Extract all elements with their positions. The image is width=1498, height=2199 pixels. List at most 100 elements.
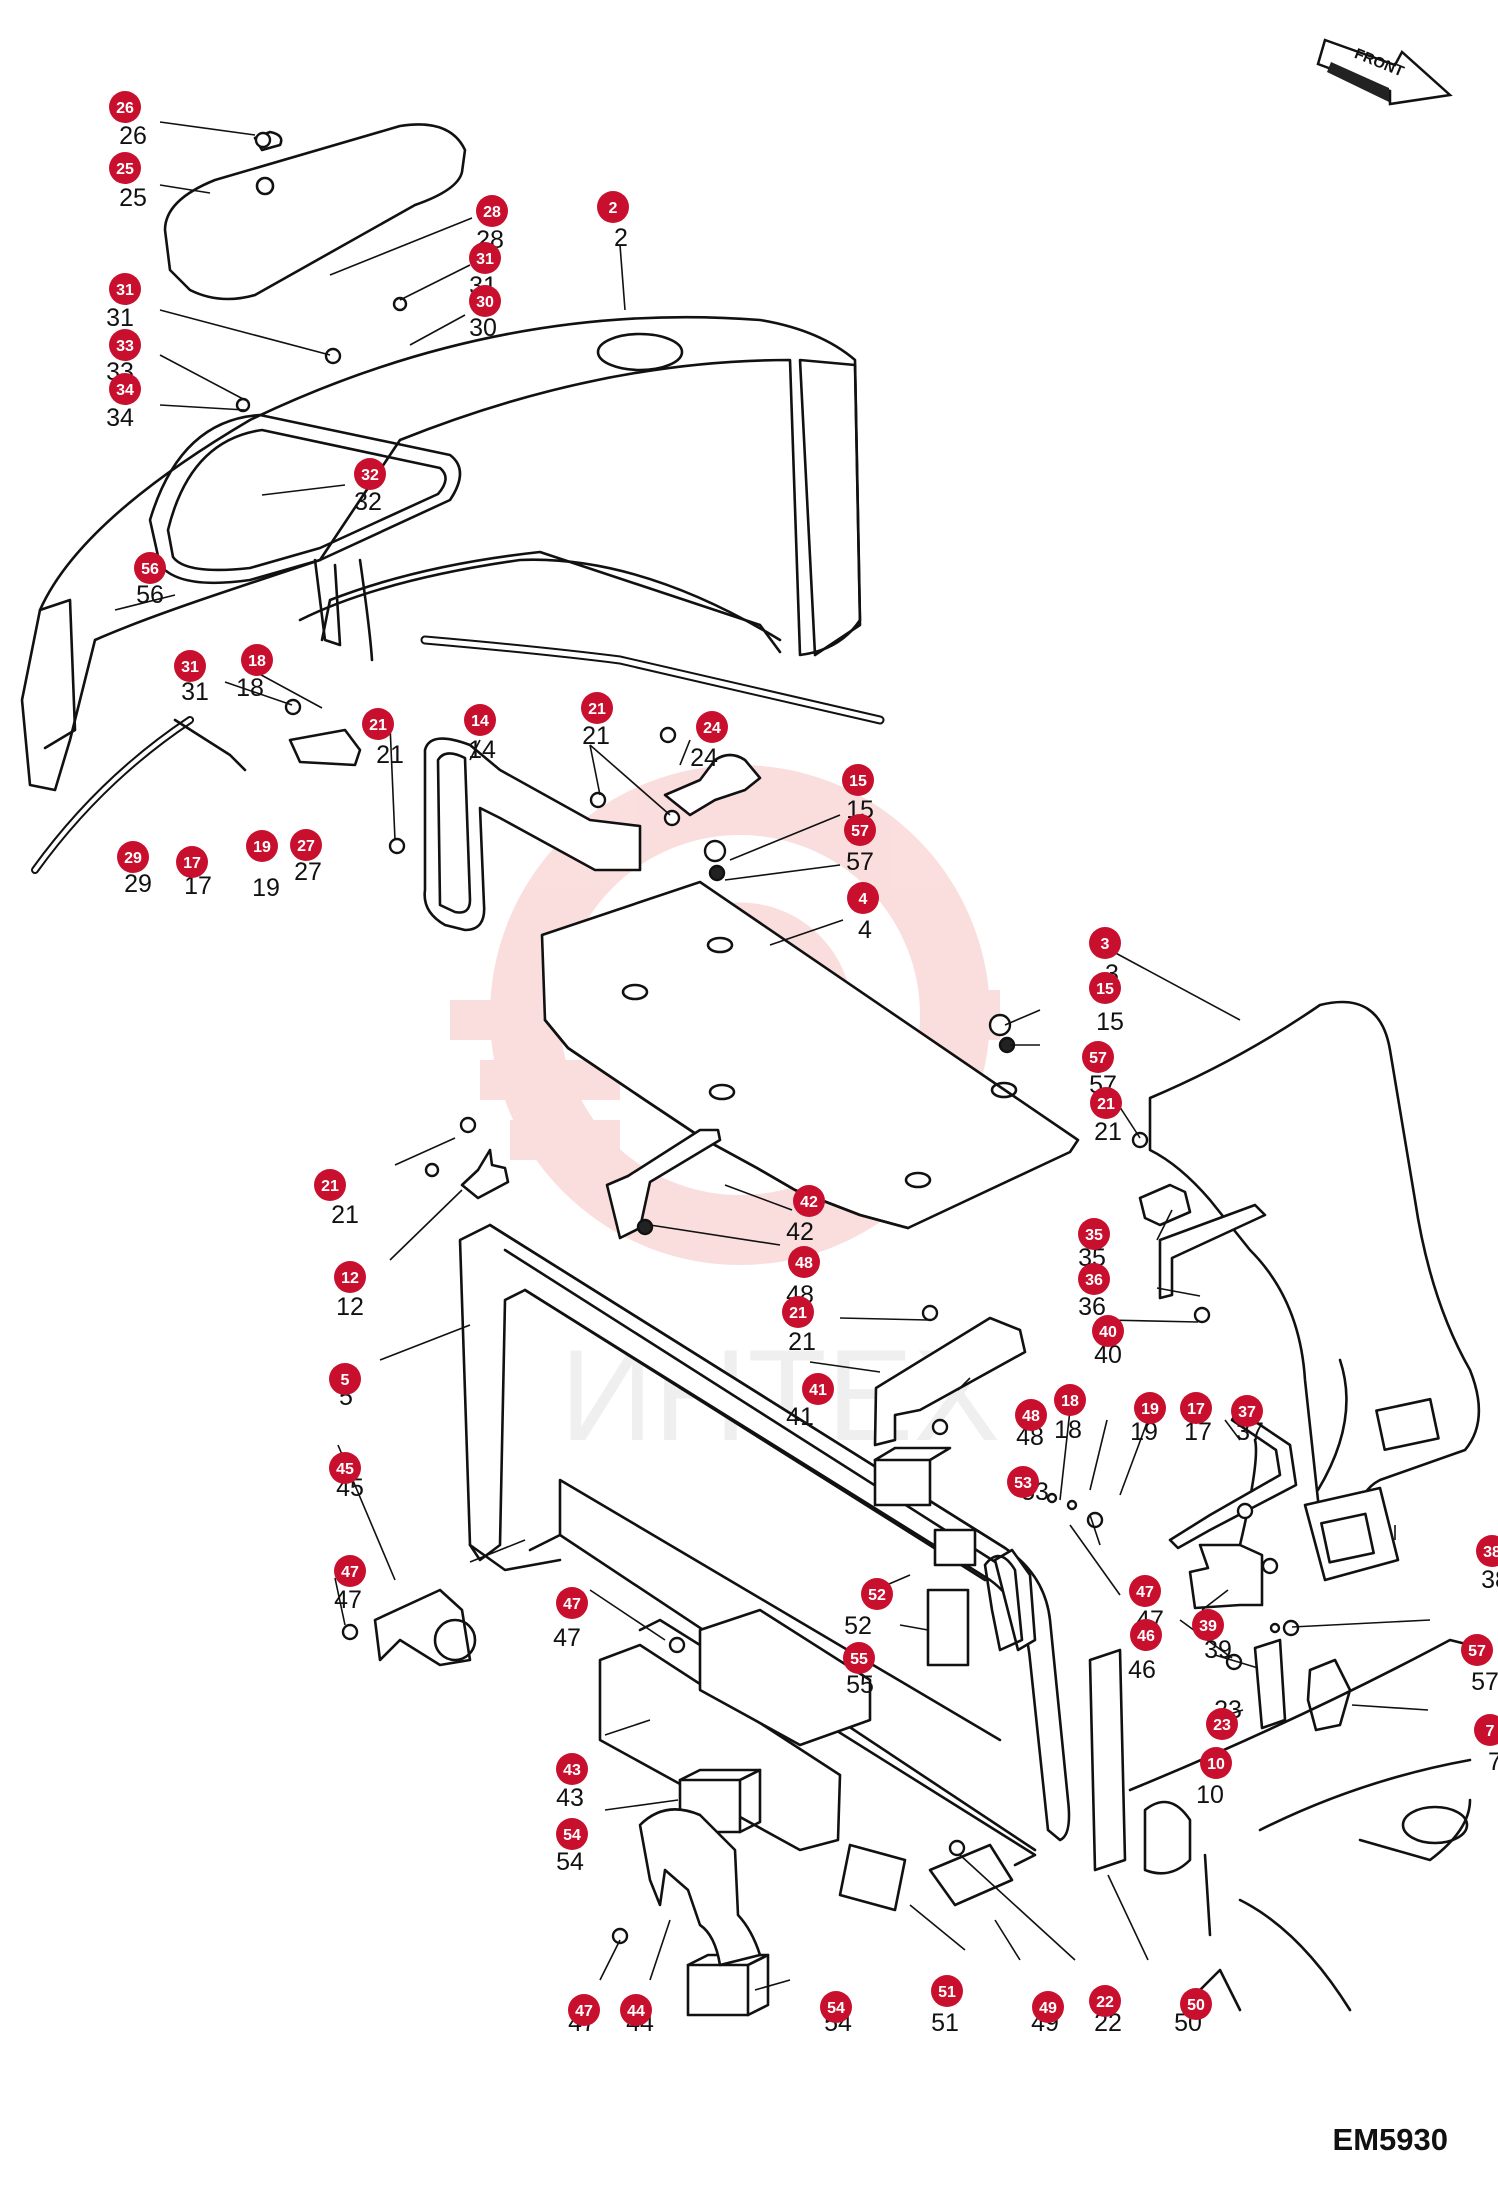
part-number-label: 54 [556,1848,584,1876]
part-number-label: 52 [844,1612,872,1640]
callout-badge-number: 21 [789,1305,807,1322]
callout-badge-number: 18 [248,653,266,670]
part-number-label: 21 [376,741,404,769]
callout-badge-number: 3 [1101,936,1110,953]
callout-badge-number: 2 [609,200,618,217]
part-number-label: 47 [334,1586,362,1614]
callout-badge-number: 33 [116,338,134,355]
callout-badge [556,1818,588,1850]
callout-badge [1206,1708,1238,1740]
callout-badge [329,1452,361,1484]
callout-badge-number: 26 [116,100,134,117]
part-number-label: 41 [786,1403,814,1431]
callout-badge-number: 31 [116,282,134,299]
callout-7: 77 [1474,1714,1498,1776]
part-number-label: 14 [468,736,496,764]
drawing-code: EM5930 [1332,2122,1448,2157]
part-number-label: 12 [336,1293,364,1321]
part-number-label: 36 [1078,1293,1106,1321]
callout-badge-number: 18 [1061,1393,1079,1410]
callout-badge-number: 47 [1136,1584,1154,1601]
callout-badge [362,708,394,740]
callout-badge-number: 31 [181,659,199,676]
callout-badge [568,1994,600,2026]
part-number-label: 56 [136,581,164,609]
callout-badge-number: 31 [476,251,494,268]
part-number-label: 21 [331,1201,359,1229]
callout-badge [314,1169,346,1201]
callout-badge-number: 54 [563,1827,581,1844]
callout-5: 55 [329,1363,361,1411]
callout-badge-number: 25 [116,161,134,178]
leader-lines [114,121,1431,1991]
callout-badge-number: 22 [1096,1994,1114,2011]
callout-badge [861,1578,893,1610]
callout-badge [1090,1087,1122,1119]
callout-badge-number: 34 [116,382,134,399]
part-number-label: 2 [614,224,628,252]
callout-badge [469,285,501,317]
callout-badge [1007,1466,1039,1498]
part-number-label: 38 [1481,1566,1498,1594]
callout-badge-number: 57 [851,823,869,840]
callout-badge [1082,1041,1114,1073]
callout-badge [782,1296,814,1328]
callout-badge-number: 28 [483,204,501,221]
callout-badge-number: 19 [1141,1401,1159,1418]
callout-badge-number: 24 [703,720,721,737]
callout-badge [1054,1384,1086,1416]
callout-badge [556,1587,588,1619]
callout-badge-number: 35 [1085,1227,1103,1244]
callout-badge [469,242,501,274]
part-number-label: 51 [931,2009,959,2037]
callout-badge-number: 38 [1483,1544,1498,1561]
callout-badge [1476,1535,1498,1567]
callout-badge [842,764,874,796]
callout-badge [241,644,273,676]
callout-badge-number: 17 [183,855,201,872]
callout-badge [1231,1395,1263,1427]
part-number-label: 24 [690,744,718,772]
callout-badge-number: 48 [795,1255,813,1272]
callout-badge [1200,1747,1232,1779]
callout-44: 4444 [620,1994,654,2037]
callout-23: 2323 [1206,1696,1242,1740]
callout-badge [696,711,728,743]
callout-badge-number: 12 [341,1270,359,1287]
callout-badge [117,841,149,873]
callout-badge [620,1994,652,2026]
part-number-label: 42 [786,1218,814,1246]
callout-badge [843,1642,875,1674]
callout-badge [290,829,322,861]
callout-badge [1474,1714,1498,1746]
part-number-label: 19 [252,874,280,902]
callout-badge-number: 55 [850,1651,868,1668]
callout-4: 44 [847,882,879,944]
callout-badge [329,1363,361,1395]
callout-badge-number: 51 [938,1984,956,2001]
callout-badge [246,830,278,862]
callout-badge [847,882,879,914]
fasteners [235,131,1300,1945]
callout-badge-number: 45 [336,1461,354,1478]
part-number-label: 15 [1096,1008,1124,1036]
callout-badge-number: 10 [1207,1756,1225,1773]
